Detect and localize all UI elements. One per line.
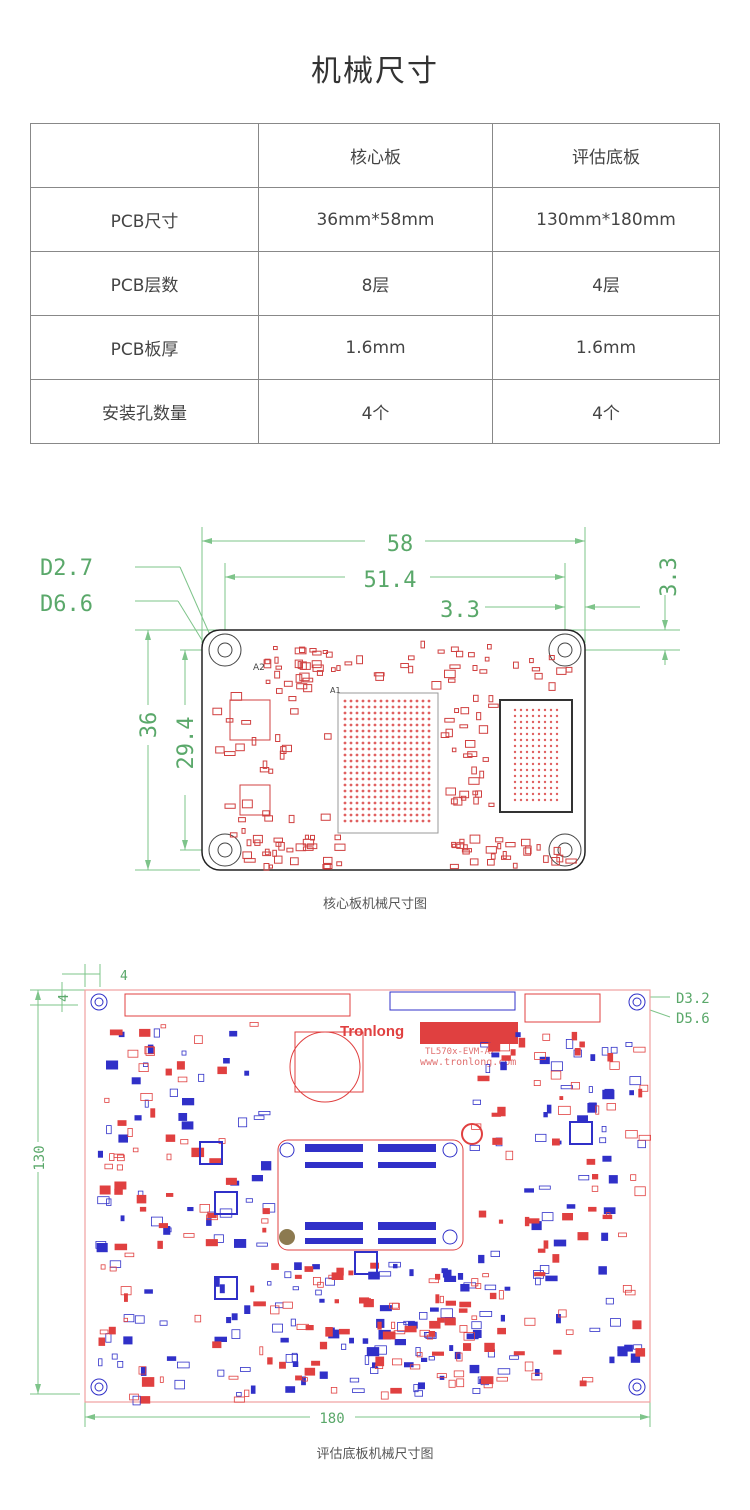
table-cell: 36mm*58mm [258,187,493,252]
core-diagram-caption: 核心板机械尺寸图 [322,897,427,912]
core-soc [337,692,439,834]
base-dim-drill: D3.2 [676,991,710,1007]
base-mounting-holes [90,993,646,1396]
table-cell: 8层 [258,251,493,316]
table-cell [30,123,259,188]
table-cell: 安装孔数量 [30,379,259,444]
core-dim-width: 58 [387,532,414,557]
core-pmic [229,699,271,741]
page-title: 机械尺寸 [311,54,439,89]
core-memory [499,699,573,813]
core-dim-pad: D6.6 [40,592,93,617]
core-label-a2: A2 [253,663,265,673]
table-cell: 4个 [258,379,493,444]
base-core-socket [277,1139,464,1251]
core-label-a1: A1 [330,686,341,695]
base-dim-width: 180 [319,1411,344,1427]
table-cell: 130mm*180mm [492,187,720,252]
core-dim-edge-offset-v: 3.3 [657,557,682,597]
base-board-outline [84,989,651,1403]
core-board-diagram: 58 51.4 3.3 D2.7 D6.6 36 29.4 3.3 A2 A1 [40,527,682,871]
table-cell: 1.6mm [492,315,720,380]
base-brand-label: Tronlong [340,1023,404,1040]
core-dim-hole-span: 51.4 [364,568,417,593]
table-cell: 4个 [492,379,720,444]
core-dim-height: 36 [137,712,162,739]
core-dim-drill: D2.7 [40,556,93,581]
table-header-row: 核心板评估底板 [30,123,720,188]
base-board-diagram: 4 4 130 180 D3.2 D5.6 Tronlong TL570x-EV… [30,964,710,1427]
table-cell: 1.6mm [258,315,493,380]
table-cell: 评估底板 [492,123,720,188]
base-dim-pad: D5.6 [676,1011,710,1027]
base-dim-offset-h: 4 [120,969,128,984]
table-cell: 4层 [492,251,720,316]
base-model-label: TL570x-EVM-A2 [425,1047,495,1057]
core-mounting-holes [208,633,582,867]
base-url-label: www.tronlong.com [420,1057,516,1068]
table-cell: 核心板 [258,123,493,188]
core-dim-hole-span-v: 29.4 [174,717,199,770]
table-cell: PCB板厚 [30,315,259,380]
core-dim-edge-offset: 3.3 [440,598,480,623]
table-cell: PCB层数 [30,251,259,316]
base-dim-offset-v: 4 [57,994,72,1002]
table-cell: PCB尺寸 [30,187,259,252]
base-dim-height: 130 [32,1145,48,1170]
base-diagram-caption: 评估底板机械尺寸图 [316,1447,434,1462]
